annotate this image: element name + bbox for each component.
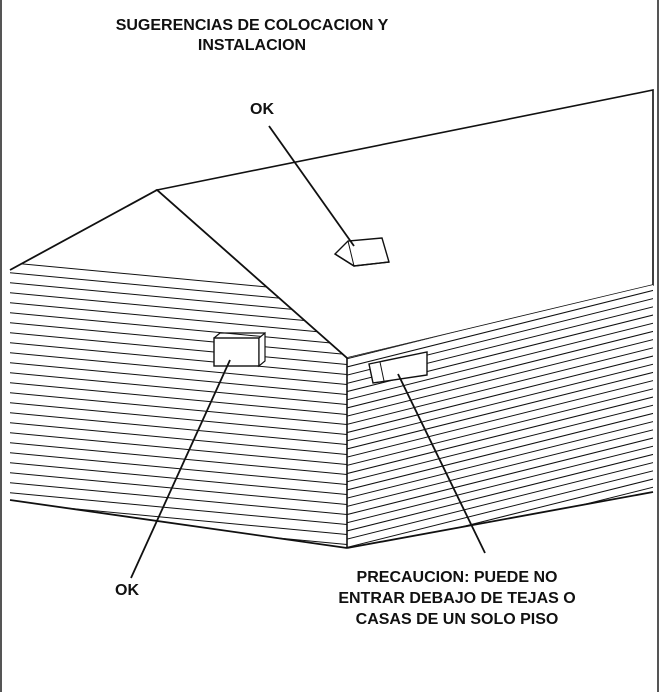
roof-unit (333, 237, 390, 267)
ok-roof-label: OK (250, 101, 274, 118)
siding-line (347, 287, 653, 369)
siding-line (10, 381, 347, 416)
siding-line (10, 401, 347, 436)
siding-line (2, 552, 352, 585)
siding-line (347, 394, 653, 476)
caution-line-1: PRECAUCION: PUEDE NO (356, 569, 558, 586)
siding-line (347, 443, 653, 525)
siding-line (10, 441, 347, 476)
siding-line (10, 391, 347, 426)
siding-line (347, 418, 653, 500)
siding-line (10, 371, 347, 406)
siding-line (347, 328, 653, 410)
leader-roof (268, 125, 355, 247)
siding-line (347, 459, 653, 541)
leader-wall (130, 359, 231, 579)
siding-line (10, 331, 347, 366)
siding-line (347, 353, 653, 435)
siding-line (347, 435, 653, 517)
siding-line (347, 451, 653, 533)
ok-wall-label: OK (115, 582, 139, 599)
siding-line (10, 291, 347, 326)
siding-line (347, 410, 653, 492)
siding-line (10, 471, 347, 506)
siding-line (10, 431, 347, 466)
siding-line (10, 451, 347, 486)
siding-line (10, 321, 347, 356)
siding-line (347, 377, 653, 459)
wall-unit (213, 331, 266, 368)
siding-line (10, 481, 347, 516)
siding-line (10, 491, 347, 526)
siding-line (10, 351, 347, 386)
siding-line (347, 320, 653, 402)
siding-line (347, 345, 653, 427)
leader-caution (397, 373, 486, 554)
caution-line-3: CASAS DE UN SOLO PISO (355, 611, 559, 628)
eave-unit (368, 351, 428, 384)
siding-line (10, 301, 347, 336)
siding-line (10, 541, 347, 548)
siding-line (347, 427, 653, 509)
siding-line (347, 361, 653, 443)
caution-line-2: ENTRAR DEBAJO DE TEJAS O (338, 590, 576, 607)
siding-line (10, 361, 347, 396)
title-line-2: INSTALACION (197, 37, 307, 54)
siding-line (10, 421, 347, 456)
siding-line (347, 336, 653, 418)
siding-line (10, 311, 347, 346)
siding-line (10, 411, 347, 446)
siding-line (347, 468, 653, 548)
title-line-1: SUGERENCIAS DE COLOCACION Y (115, 17, 389, 34)
siding-line (347, 402, 653, 484)
siding-line (10, 341, 347, 376)
siding-line (347, 386, 653, 468)
siding-line (347, 369, 653, 451)
